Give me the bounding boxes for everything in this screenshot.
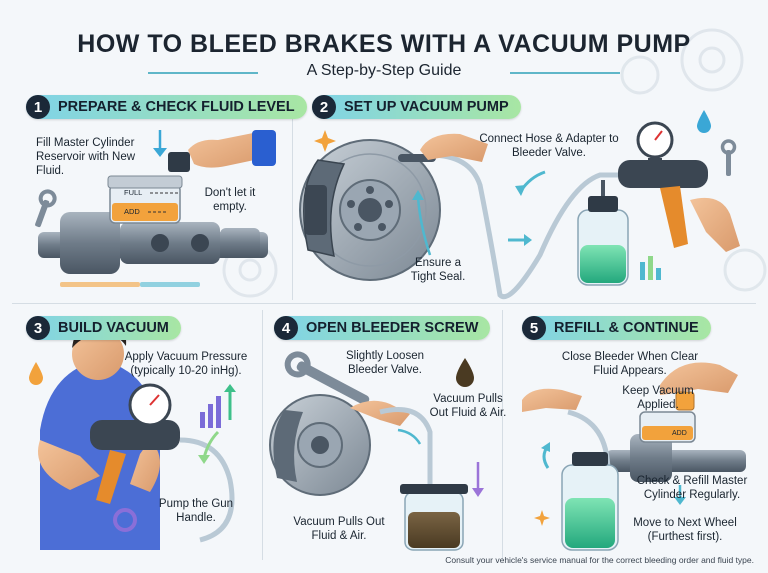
brake-rotor-illustration	[299, 139, 441, 281]
step-3-header: 3 BUILD VACUUM	[26, 316, 181, 340]
arrow-icon	[416, 196, 432, 256]
step-label: PREPARE & CHECK FLUID LEVEL	[58, 99, 295, 115]
hand-right	[420, 133, 488, 162]
step-1-header: 1 PREPARE & CHECK FLUID LEVEL	[26, 95, 307, 119]
step-4-note-loosen: Slightly Loosen Bleeder Valve.	[346, 350, 424, 376]
tank-label-add: ADD	[124, 207, 140, 216]
subtitle-rule-right	[510, 72, 620, 74]
master-cylinder-illustration	[606, 391, 746, 482]
gear-icon	[222, 28, 767, 298]
arrow-icon	[397, 428, 422, 445]
vacuum-hose	[379, 407, 433, 492]
collection-jar	[400, 484, 468, 551]
step-number: 1	[26, 95, 50, 119]
vacuum-hose	[179, 437, 235, 543]
master-cylinder-illustration	[38, 130, 276, 287]
step-3-note-pressure: Apply Vacuum Pressure (typically 10-20 i…	[124, 351, 248, 377]
step-number: 3	[26, 316, 50, 340]
fluid-drop-icon	[456, 358, 474, 387]
bar-chart-icon	[640, 256, 661, 280]
step-label: REFILL & CONTINUE	[554, 320, 699, 336]
step-number: 4	[274, 316, 298, 340]
tank-label-full: FULL	[124, 188, 143, 197]
fluid-drop-icon	[29, 362, 43, 385]
sparkle-icon	[314, 130, 336, 152]
gear-icon	[113, 508, 137, 532]
step-label: OPEN BLEEDER SCREW	[306, 320, 479, 336]
section-divider	[502, 310, 503, 560]
brake-rotor-illustration	[269, 394, 371, 496]
page-title: HOW TO BLEED BRAKES WITH A VACUUM PUMP	[77, 30, 691, 58]
subtitle-rule-left	[148, 72, 258, 74]
step-5-note-close: Close Bleeder When Clear Fluid Appears.	[561, 351, 699, 377]
section-divider	[262, 310, 263, 560]
page-subtitle: A Step-by-Step Guide	[306, 62, 462, 79]
step-1-note-empty: Don't let it empty.	[204, 187, 256, 213]
step-4-note-pulls-left: Vacuum Pulls Out Fluid & Air.	[293, 516, 385, 542]
step-5-note-move: Move to Next Wheel (Furthest first).	[633, 517, 737, 543]
section-divider	[12, 303, 756, 304]
step-number: 2	[312, 95, 336, 119]
step-label: SET UP VACUUM PUMP	[344, 99, 509, 115]
collection-bottle	[577, 180, 629, 286]
step-5-note-check: Check & Refill Master Cylinder Regularly…	[636, 475, 748, 501]
step-5-header: 5 REFILL & CONTINUE	[522, 316, 711, 340]
bar-chart-icon	[200, 384, 236, 428]
footer-disclaimer: Consult your vehicle's service manual fo…	[445, 555, 754, 565]
vacuum-pump-gun	[90, 383, 180, 504]
wrench-icon	[284, 351, 370, 405]
step-2-note-seal: Ensure a Tight Seal.	[410, 257, 466, 283]
wrench-icon	[35, 189, 57, 228]
vacuum-pump-gun	[618, 121, 740, 252]
tank-label-add: ADD	[672, 430, 687, 437]
step-5-note-keep: Keep Vacuum Applied.	[622, 385, 694, 411]
step-number: 5	[522, 316, 546, 340]
step-label: BUILD VACUUM	[58, 320, 169, 336]
wrench-icon	[720, 139, 737, 176]
collection-bottle	[561, 452, 619, 551]
step-1-note-fill: Fill Master Cylinder Reservoir with New …	[36, 137, 136, 177]
step-2-note-connect: Connect Hose & Adapter to Bleeder Valve.	[479, 133, 619, 159]
step-4-note-pulls-right: Vacuum Pulls Out Fluid & Air.	[429, 393, 507, 419]
fluid-drop-icon	[697, 110, 711, 133]
step-3-note-pump: Pump the Gun Handle.	[158, 498, 234, 524]
step-2-header: 2 SET UP VACUUM PUMP	[312, 95, 521, 119]
step-4-header: 4 OPEN BLEEDER SCREW	[274, 316, 491, 340]
section-divider	[292, 100, 293, 300]
sparkle-icon	[534, 510, 550, 526]
